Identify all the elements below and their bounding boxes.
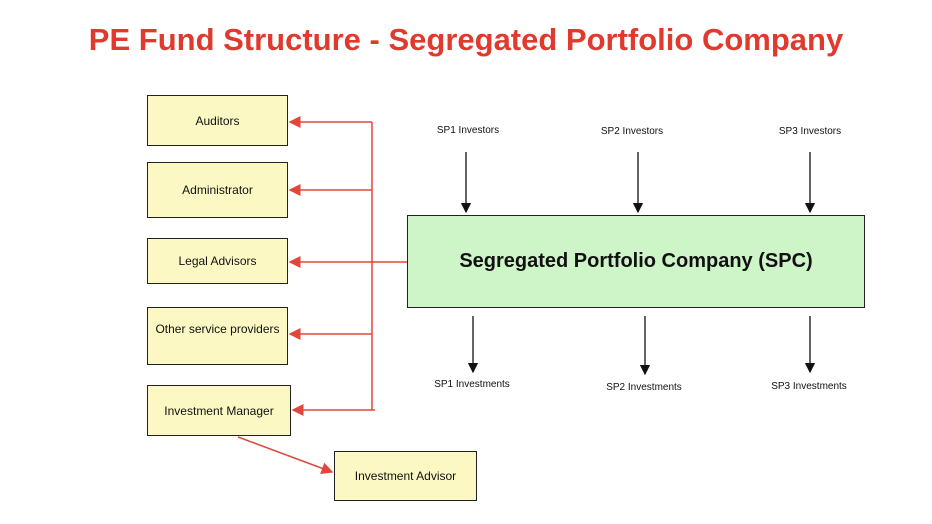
- sp2-investments-label: SP2 Investments: [606, 382, 682, 393]
- sp3-investments-label: SP3 Investments: [771, 381, 847, 392]
- sp1-investments-label: SP1 Investments: [434, 379, 510, 390]
- sp2-investors-label: SP2 Investors: [600, 126, 664, 137]
- sp3-investors-label: SP3 Investors: [778, 126, 842, 137]
- sp1-investors-label: SP1 Investors: [436, 125, 500, 136]
- auditors-box: Auditors: [147, 95, 288, 146]
- investment-advisor-box: Investment Advisor: [334, 451, 477, 501]
- investment-manager-box: Investment Manager: [147, 385, 291, 436]
- diagram-title: PE Fund Structure - Segregated Portfolio…: [88, 22, 844, 57]
- administrator-box: Administrator: [147, 162, 288, 218]
- spc-box: Segregated Portfolio Company (SPC): [407, 215, 865, 308]
- legal-advisors-box: Legal Advisors: [147, 238, 288, 284]
- arrow-to-investment-advisor: [237, 436, 334, 474]
- other-service-providers-box: Other service providers: [147, 307, 288, 365]
